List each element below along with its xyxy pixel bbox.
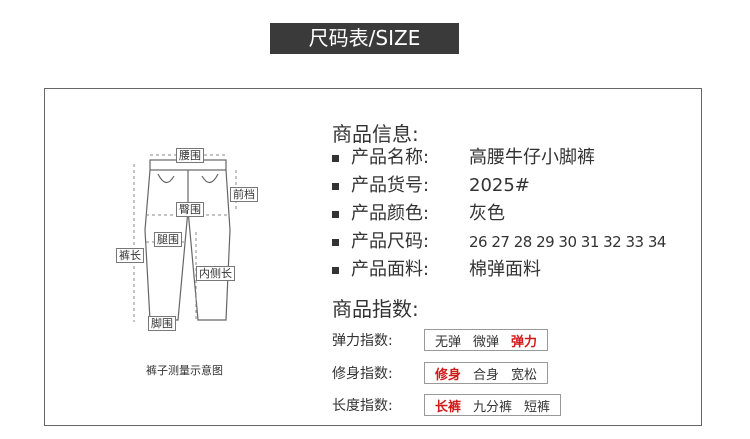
info-row-sku: 产品货号: 2025# (332, 173, 530, 199)
index-option: 宽松 (511, 367, 538, 383)
bullet-icon (332, 266, 339, 274)
info-row-fabric: 产品面料: 棉弹面料 (332, 257, 541, 283)
index-option: 九分裤 (473, 399, 513, 415)
index-row-length: 长度指数: 长裤 九分裤 短裤 (332, 394, 562, 416)
index-options: 修身 合身 宽松 (424, 362, 549, 384)
pants-measurement-diagram: 腰围 前档 臀围 裤长 腿围 内侧长 脚围 (110, 140, 270, 380)
length-label: 裤长 (116, 248, 144, 263)
info-label: 产品货号: (351, 175, 430, 196)
info-label: 产品颜色: (351, 203, 430, 224)
diagram-caption: 裤子测量示意图 (146, 364, 223, 377)
index-label: 长度指数: (332, 398, 393, 414)
info-value: 灰色 (469, 203, 505, 224)
index-label: 弹力指数: (332, 333, 393, 349)
product-info-heading: 商品信息: (332, 122, 419, 146)
info-row-color: 产品颜色: 灰色 (332, 201, 505, 227)
index-row-stretch: 弹力指数: 无弹 微弹 弹力 (332, 329, 549, 351)
thigh-label: 腿围 (154, 232, 182, 247)
front-rise-label: 前档 (230, 187, 258, 202)
inseam-label: 内侧长 (196, 266, 235, 281)
indices-heading: 商品指数: (332, 297, 419, 321)
bullet-icon (332, 154, 339, 162)
info-row-name: 产品名称: 高腰牛仔小脚裤 (332, 145, 595, 171)
info-value: 26 27 28 29 30 31 32 33 34 (469, 233, 666, 251)
info-label: 产品尺码: (351, 231, 430, 252)
size-chart-title: 尺码表/SIZE (270, 23, 459, 54)
waist-label: 腰围 (176, 148, 204, 163)
index-options: 无弹 微弹 弹力 (424, 329, 549, 351)
info-value: 2025# (469, 175, 530, 196)
index-option: 微弹 (473, 334, 500, 350)
index-option-selected: 修身 (435, 367, 462, 383)
index-label: 修身指数: (332, 366, 393, 382)
info-value: 高腰牛仔小脚裤 (469, 147, 595, 168)
info-label: 产品面料: (351, 259, 430, 280)
index-option: 合身 (473, 367, 500, 383)
bullet-icon (332, 238, 339, 246)
info-row-sizes: 产品尺码: 26 27 28 29 30 31 32 33 34 (332, 229, 666, 255)
index-option: 短裤 (524, 399, 551, 415)
index-row-fit: 修身指数: 修身 合身 宽松 (332, 362, 549, 384)
hip-label: 臀围 (176, 202, 204, 217)
info-label: 产品名称: (351, 147, 430, 168)
index-option-selected: 长裤 (435, 399, 462, 415)
leg-opening-label: 脚围 (148, 316, 176, 331)
index-option-selected: 弹力 (511, 334, 538, 350)
index-options: 长裤 九分裤 短裤 (424, 394, 562, 416)
size-chart-frame (44, 88, 702, 426)
bullet-icon (332, 182, 339, 190)
bullet-icon (332, 210, 339, 218)
index-option: 无弹 (435, 334, 462, 350)
info-value: 棉弹面料 (469, 259, 541, 280)
